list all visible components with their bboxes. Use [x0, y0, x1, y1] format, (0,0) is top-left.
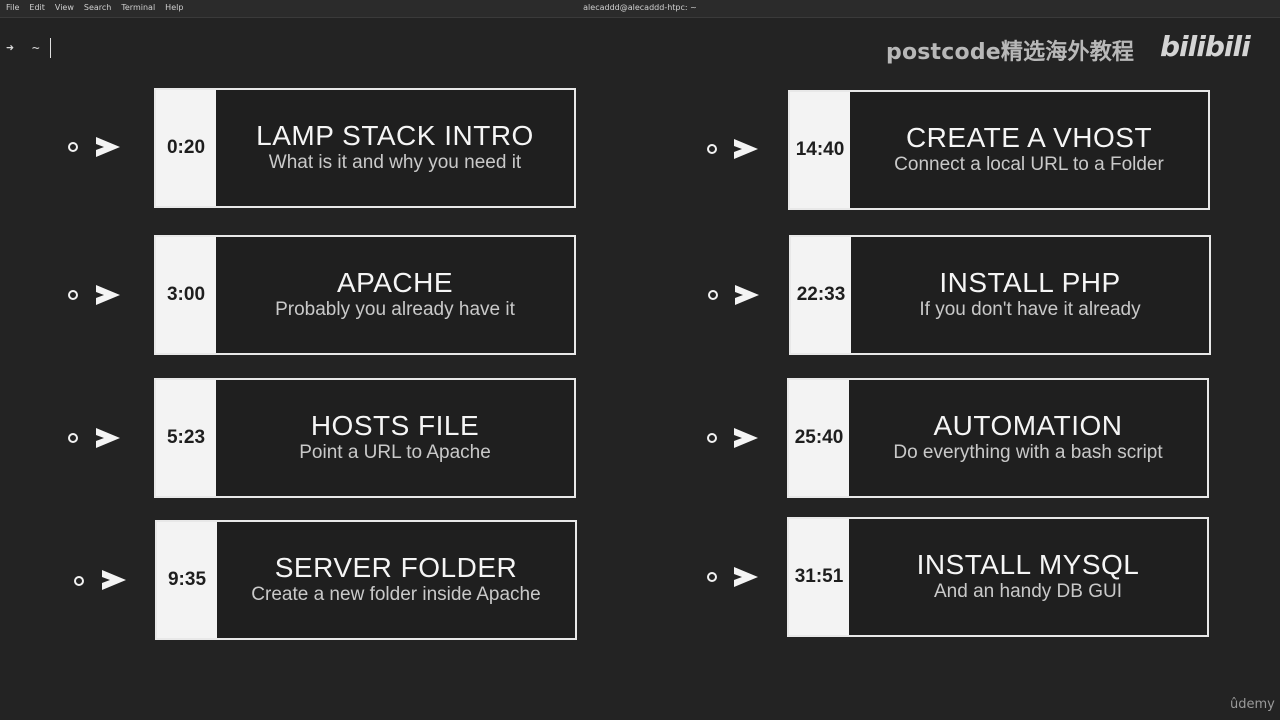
bullet-circle-icon [68, 290, 78, 300]
menu-bar: File Edit View Search Terminal Help [6, 3, 183, 12]
lesson-item[interactable]: 14:40 CREATE A VHOST Connect a local URL… [640, 90, 1280, 210]
menu-view[interactable]: View [54, 3, 74, 12]
lesson-content: APACHE Probably you already have it [216, 237, 574, 353]
lesson-timestamp: 31:51 [789, 519, 849, 635]
bullet-circle-icon [707, 572, 717, 582]
lesson-content: AUTOMATION Do everything with a bash scr… [849, 380, 1207, 496]
prompt-arrow-icon: ➜ [6, 40, 14, 56]
arrow-right-icon [96, 137, 120, 157]
bullet-circle-icon [708, 290, 718, 300]
bullet-circle-icon [68, 433, 78, 443]
window-title: alecaddd@alecaddd-htpc: ~ [583, 3, 697, 12]
lesson-timestamp: 5:23 [156, 380, 216, 496]
lesson-timestamp: 14:40 [790, 92, 850, 208]
bullet-circle-icon [68, 142, 78, 152]
lesson-card[interactable]: 3:00 APACHE Probably you already have it [154, 235, 576, 355]
arrow-right-icon [102, 570, 126, 590]
lesson-content: LAMP STACK INTRO What is it and why you … [216, 90, 574, 206]
lesson-content: SERVER FOLDER Create a new folder inside… [217, 522, 575, 638]
lesson-content: INSTALL MYSQL And an handy DB GUI [849, 519, 1207, 635]
bilibili-logo: bilibili [1160, 30, 1251, 63]
lesson-item[interactable]: 22:33 INSTALL PHP If you don't have it a… [640, 235, 1280, 355]
lesson-title: CREATE A VHOST [905, 122, 1153, 153]
menu-file[interactable]: File [6, 3, 20, 12]
lesson-subtitle: If you don't have it already [919, 299, 1141, 320]
arrow-right-icon [735, 285, 759, 305]
arrow-right-icon [96, 428, 120, 448]
lesson-subtitle: And an handy DB GUI [934, 581, 1122, 602]
lesson-card[interactable]: 22:33 INSTALL PHP If you don't have it a… [789, 235, 1211, 355]
lesson-subtitle: Probably you already have it [275, 299, 515, 320]
bullet-circle-icon [707, 433, 717, 443]
lesson-card[interactable]: 25:40 AUTOMATION Do everything with a ba… [787, 378, 1209, 498]
prompt-directory: ~ [31, 40, 40, 56]
menu-help[interactable]: Help [165, 3, 184, 12]
lesson-timestamp: 22:33 [791, 237, 851, 353]
lesson-title: INSTALL MYSQL [916, 549, 1140, 580]
postcode-watermark: postcode精选海外教程 [886, 40, 1135, 65]
arrow-right-icon [734, 567, 758, 587]
lesson-item[interactable]: 5:23 HOSTS FILE Point a URL to Apache [0, 378, 600, 498]
lesson-card[interactable]: 5:23 HOSTS FILE Point a URL to Apache [154, 378, 576, 498]
lesson-item[interactable]: 25:40 AUTOMATION Do everything with a ba… [640, 378, 1280, 498]
lesson-timestamp: 25:40 [789, 380, 849, 496]
lesson-title: APACHE [336, 267, 454, 298]
lesson-item[interactable]: 0:20 LAMP STACK INTRO What is it and why… [0, 88, 600, 208]
menu-terminal[interactable]: Terminal [121, 3, 156, 12]
lesson-timestamp: 0:20 [156, 90, 216, 206]
arrow-right-icon [734, 139, 758, 159]
bullet-circle-icon [707, 144, 717, 154]
lesson-item[interactable]: 9:35 SERVER FOLDER Create a new folder i… [0, 520, 600, 640]
lesson-card[interactable]: 0:20 LAMP STACK INTRO What is it and why… [154, 88, 576, 208]
lesson-title: AUTOMATION [933, 410, 1123, 441]
lesson-subtitle: Connect a local URL to a Folder [894, 154, 1164, 175]
lesson-title: HOSTS FILE [310, 410, 480, 441]
lesson-title: INSTALL PHP [939, 267, 1121, 298]
lesson-timestamp: 3:00 [156, 237, 216, 353]
lesson-subtitle: What is it and why you need it [268, 152, 522, 173]
lesson-title: SERVER FOLDER [274, 552, 518, 583]
lesson-subtitle: Do everything with a bash script [893, 442, 1163, 463]
udemy-logo: ûdemy [1230, 697, 1275, 712]
lesson-item[interactable]: 31:51 INSTALL MYSQL And an handy DB GUI [640, 517, 1280, 637]
lesson-subtitle: Point a URL to Apache [299, 442, 491, 463]
bullet-circle-icon [74, 576, 84, 586]
lesson-title: LAMP STACK INTRO [256, 120, 534, 151]
arrow-right-icon [734, 428, 758, 448]
terminal-prompt[interactable]: ➜ ~ [6, 38, 51, 58]
terminal-titlebar: File Edit View Search Terminal Help alec… [0, 0, 1280, 18]
lesson-card[interactable]: 31:51 INSTALL MYSQL And an handy DB GUI [787, 517, 1209, 637]
lesson-card[interactable]: 14:40 CREATE A VHOST Connect a local URL… [788, 90, 1210, 210]
lesson-card[interactable]: 9:35 SERVER FOLDER Create a new folder i… [155, 520, 577, 640]
lesson-item[interactable]: 3:00 APACHE Probably you already have it [0, 235, 600, 355]
lesson-subtitle: Create a new folder inside Apache [251, 584, 541, 605]
menu-edit[interactable]: Edit [29, 3, 45, 12]
text-cursor [49, 38, 51, 58]
lesson-content: HOSTS FILE Point a URL to Apache [216, 380, 574, 496]
lesson-content: INSTALL PHP If you don't have it already [851, 237, 1209, 353]
arrow-right-icon [96, 285, 120, 305]
lesson-content: CREATE A VHOST Connect a local URL to a … [850, 92, 1208, 208]
lesson-timestamp: 9:35 [157, 522, 217, 638]
menu-search[interactable]: Search [83, 3, 112, 12]
